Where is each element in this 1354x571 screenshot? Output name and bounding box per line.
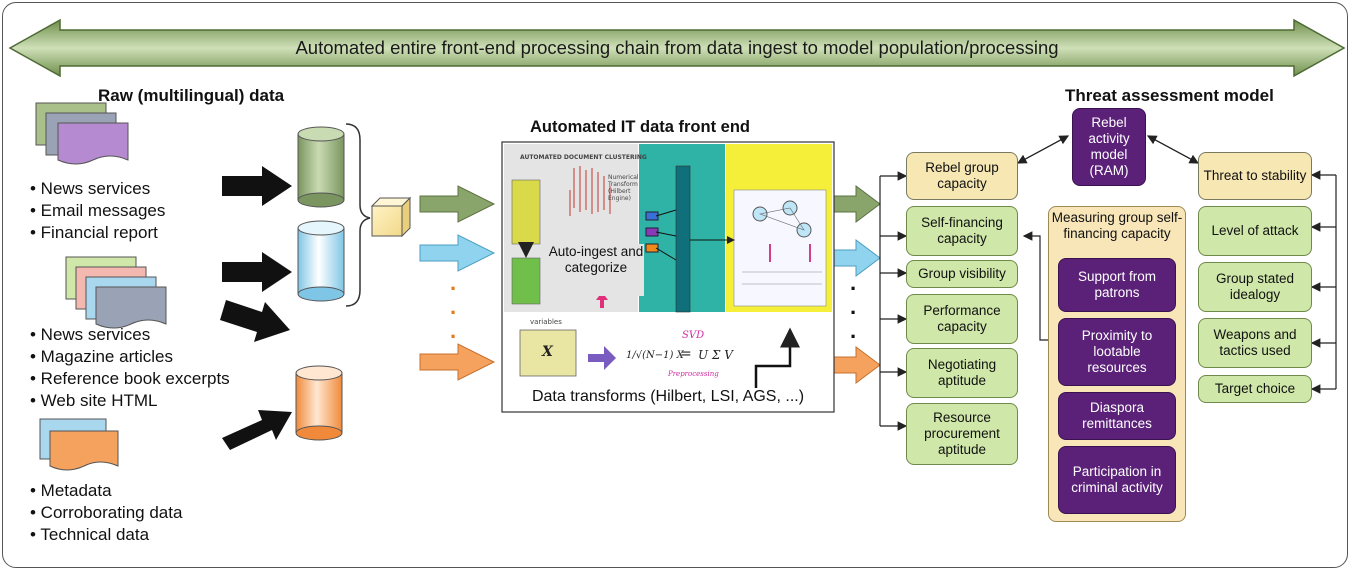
dot-black: · xyxy=(850,324,858,349)
document-stack-1 xyxy=(35,102,129,165)
measuring-item: Support from patrons xyxy=(1058,258,1176,312)
database-cylinder-blue xyxy=(297,220,345,302)
measuring-item: Proximity to lootable resources xyxy=(1058,318,1176,386)
front-end-title: Automated IT data front end xyxy=(530,118,750,136)
raw-data-group-2: • News services • Magazine articles • Re… xyxy=(30,324,230,412)
ingest-arrow-1 xyxy=(222,166,292,206)
raw-item: • Corroborating data xyxy=(30,503,183,522)
dot-black: · xyxy=(850,300,858,325)
blue-input-arrow xyxy=(419,234,496,272)
database-cylinder-green xyxy=(297,126,345,208)
orange-output-arrow xyxy=(833,346,881,384)
ingest-arrow-3 xyxy=(220,300,290,342)
raw-item: • Magazine articles xyxy=(30,347,173,366)
clustering-label: AUTOMATED DOCUMENT CLUSTERING xyxy=(520,154,647,161)
grouping-brace xyxy=(345,123,371,307)
front-end-caption: Data transforms (Hilbert, LSI, AGS, ...) xyxy=(531,388,805,405)
resource-procurement-aptitude-box: Resource procurement aptitude xyxy=(906,403,1018,465)
measuring-panel-title: Measuring group self-financing capacity xyxy=(1051,210,1183,241)
blue-output-arrow xyxy=(833,239,881,277)
left-bracket-connector xyxy=(879,171,908,431)
weapons-and-tactics-box: Weapons and tactics used xyxy=(1198,318,1312,368)
data-cube xyxy=(370,196,412,238)
threat-to-stability-box: Threat to stability xyxy=(1198,152,1312,200)
ingest-arrow-2 xyxy=(222,252,292,292)
raw-data-group-1: • News services • Email messages • Finan… xyxy=(30,178,165,244)
dot-orange: · xyxy=(450,276,458,301)
raw-item: • Financial report xyxy=(30,223,158,242)
auto-ingest-label: Auto-ingest and categorize xyxy=(548,244,644,296)
raw-item: • Reference book excerpts xyxy=(30,369,230,388)
ram-links xyxy=(1016,135,1200,164)
measuring-item: Participation in criminal activity xyxy=(1058,446,1176,514)
dot-orange: · xyxy=(450,300,458,325)
ram-box: Rebel activity model (RAM) xyxy=(1072,108,1146,186)
variables-label: variables xyxy=(530,318,562,326)
measuring-item: Diaspora remittances xyxy=(1058,392,1176,440)
preprocessing-label: Preprocessing xyxy=(668,370,719,378)
right-bracket-connector xyxy=(1310,170,1337,394)
raw-item: • Email messages xyxy=(30,201,166,220)
banner-arrow xyxy=(8,18,1346,78)
rebel-group-capacity-box: Rebel group capacity xyxy=(906,152,1018,200)
numerical-transform-label: Numerical Transform (Hilbert Engine) xyxy=(608,174,639,202)
performance-capacity-box: Performance capacity xyxy=(906,294,1018,344)
formula-right: U Σ V xyxy=(698,348,733,362)
green-output-arrow xyxy=(833,185,881,223)
raw-item: • Metadata xyxy=(30,481,112,500)
matrix-x-label: X xyxy=(542,344,553,360)
measuring-link xyxy=(1022,231,1048,341)
negotiating-aptitude-box: Negotiating aptitude xyxy=(906,348,1018,398)
dot-orange: · xyxy=(450,324,458,349)
raw-data-group-3: • Metadata • Corroborating data • Techni… xyxy=(30,480,182,546)
group-visibility-box: Group visibility xyxy=(906,260,1018,288)
banner-label: Automated entire front-end processing ch… xyxy=(295,37,1059,58)
document-stack-2 xyxy=(65,256,167,329)
green-input-arrow xyxy=(419,185,496,223)
raw-item: • News services xyxy=(30,179,151,198)
front-end-panel xyxy=(501,141,835,413)
raw-data-title: Raw (multilingual) data xyxy=(98,86,285,105)
document-stack-3 xyxy=(39,418,119,471)
svd-label: SVD xyxy=(682,330,705,341)
orange-input-arrow xyxy=(419,343,496,381)
level-of-attack-box: Level of attack xyxy=(1198,206,1312,256)
ingest-arrow-4 xyxy=(222,410,292,450)
svd-equals: = xyxy=(680,346,692,362)
threat-model-title: Threat assessment model xyxy=(1065,86,1274,105)
self-financing-capacity-box: Self-financing capacity xyxy=(906,206,1018,256)
raw-item: • Technical data xyxy=(30,525,150,544)
target-choice-box: Target choice xyxy=(1198,375,1312,403)
group-stated-idealogy-box: Group stated idealogy xyxy=(1198,262,1312,312)
dot-black: · xyxy=(850,276,858,301)
raw-item: • News services xyxy=(30,325,151,344)
raw-item: • Web site HTML xyxy=(30,391,158,410)
formula-left: 1/√(N−1) X xyxy=(626,350,684,361)
database-cylinder-orange xyxy=(295,365,343,441)
